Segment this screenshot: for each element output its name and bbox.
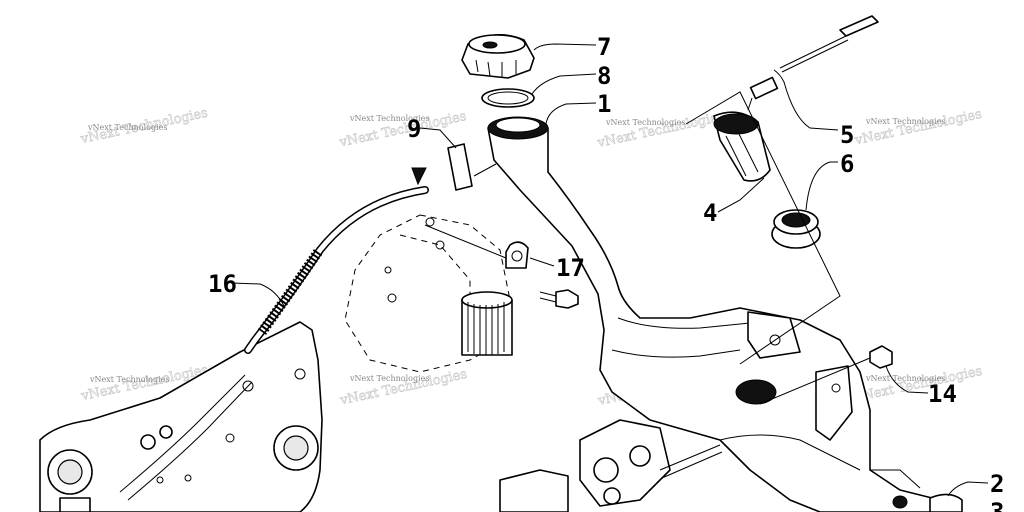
- callout-14: 14: [928, 380, 957, 408]
- watermark-ghost-text: vNext Technologies: [853, 107, 983, 149]
- sender-unit-4: [713, 111, 771, 182]
- watermark-4: vNext Technologies vNext Technologies: [852, 107, 983, 149]
- callout-17: 17: [556, 254, 585, 282]
- valve-assembly: [499, 419, 723, 512]
- watermark-text: vNext Technologies: [87, 123, 167, 132]
- bolt: [539, 289, 579, 309]
- nut-14: [759, 345, 893, 405]
- callout-2: 2: [990, 470, 1004, 498]
- decal-9: [447, 143, 473, 191]
- callout-1: 1: [597, 90, 611, 118]
- fuel-sender-5: [747, 15, 879, 111]
- watermark-ghost-text: vNext Technologies: [595, 109, 725, 151]
- callout-5: 5: [840, 121, 854, 149]
- grommet-6: [771, 209, 821, 249]
- callout-labels: 7 8 1 9 5 6 4 17 16 14 2 3: [208, 33, 1004, 512]
- watermark-ghost-text: vNext Technologies: [853, 364, 983, 406]
- watermark-text: vNext Technologies: [605, 118, 685, 127]
- filler-cap-7: [461, 34, 535, 79]
- watermark-8: vNext Technologies vNext Technologies: [853, 364, 984, 406]
- watermark-text: vNext Technologies: [349, 114, 429, 123]
- filler-neck-1: [487, 116, 941, 512]
- callout-6: 6: [840, 150, 854, 178]
- watermark-text: vNext Technologies: [865, 117, 945, 126]
- tank-bracket: [747, 311, 853, 441]
- gearbox-housing: [344, 214, 513, 373]
- hardware-2-3: [929, 493, 963, 512]
- watermark-3: vNext Technologies vNext Technologies: [595, 109, 726, 151]
- clamp-17: [424, 224, 529, 269]
- callout-8: 8: [597, 62, 611, 90]
- watermark-text: vNext Technologies: [865, 374, 945, 383]
- callout-4: 4: [703, 199, 717, 227]
- callout-3: 3: [990, 498, 1004, 512]
- leader-lines: [231, 43, 989, 497]
- sender-bracket-lines: [685, 91, 841, 365]
- gasket-8: [481, 88, 535, 108]
- mounting-plate: [39, 321, 323, 512]
- callout-9: 9: [407, 115, 421, 143]
- hose-16: [244, 167, 429, 354]
- hose-arrow-icon: [411, 167, 427, 186]
- watermark-6: vNext Technologies vNext Technologies: [338, 367, 469, 409]
- watermark-text: vNext Technologies: [349, 374, 429, 383]
- watermark-2: vNext Technologies vNext Technologies: [337, 109, 468, 151]
- callout-16: 16: [208, 270, 237, 298]
- watermark-1: vNext Technologies vNext Technologies: [78, 105, 209, 147]
- callout-7: 7: [597, 33, 611, 61]
- watermark-text: vNext Technologies: [89, 375, 169, 384]
